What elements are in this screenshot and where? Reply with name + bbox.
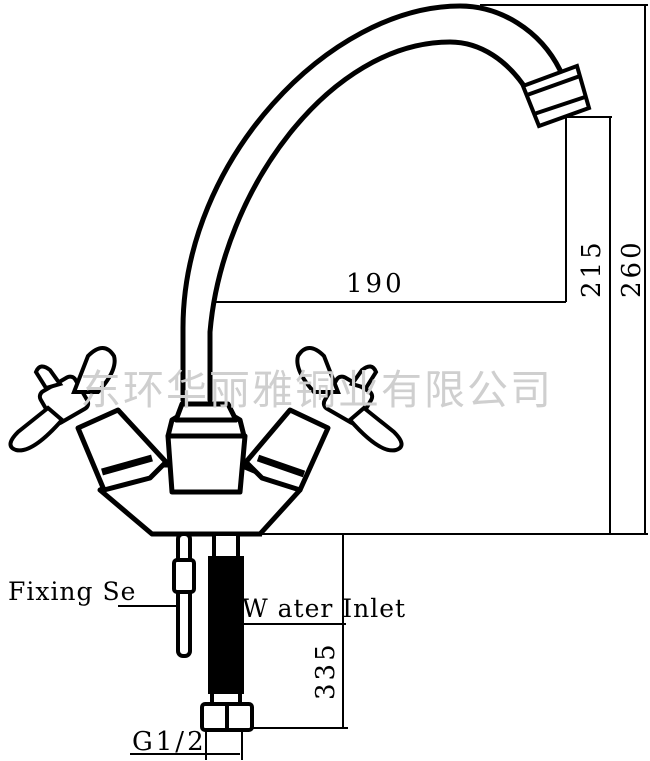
right-valve-band [256,454,306,478]
watermark-text: 东环华丽雅铜业有限公司 [80,366,553,414]
dim-thread-label: G1/2 [132,727,207,757]
fixing-rod [176,532,192,658]
water-inlet-label: W ater Inlet [242,594,406,623]
water-inlet-hose [200,532,254,732]
left-handle-arm-up [71,346,117,394]
faucet-body [75,401,331,537]
spout-inner-curve [207,39,531,403]
left-valve-body [75,407,169,493]
spout-outer-curve [180,3,563,403]
body-column [165,433,248,495]
fixing-nut [172,558,196,594]
right-handle-arm-up [295,346,341,394]
right-cross-handle [295,346,404,453]
left-handle-arm-left [33,364,64,391]
right-valve-body [243,407,331,493]
dim-335-label: 335 [311,641,341,700]
aerator-ring-2 [533,95,586,116]
spout-collar-top [173,401,239,423]
aerator-ring [526,74,581,97]
fixing-set-label: Fixing Se [8,577,136,606]
spout [180,3,563,403]
dim-215-label: 215 [577,239,607,298]
hose-top-fitting [212,532,240,560]
left-valve-band [101,454,153,476]
dim-260-label: 260 [617,239,647,298]
dimension-lines [118,4,648,760]
hose-braid [208,556,244,694]
dim-190-label: 190 [346,269,405,299]
left-handle-arm-down [8,405,65,453]
spout-aerator [520,63,592,129]
left-cross-handle [8,346,117,453]
right-handle-arm-down [347,405,404,453]
fixing-set [172,532,196,658]
right-handle-arm-right [348,364,379,391]
